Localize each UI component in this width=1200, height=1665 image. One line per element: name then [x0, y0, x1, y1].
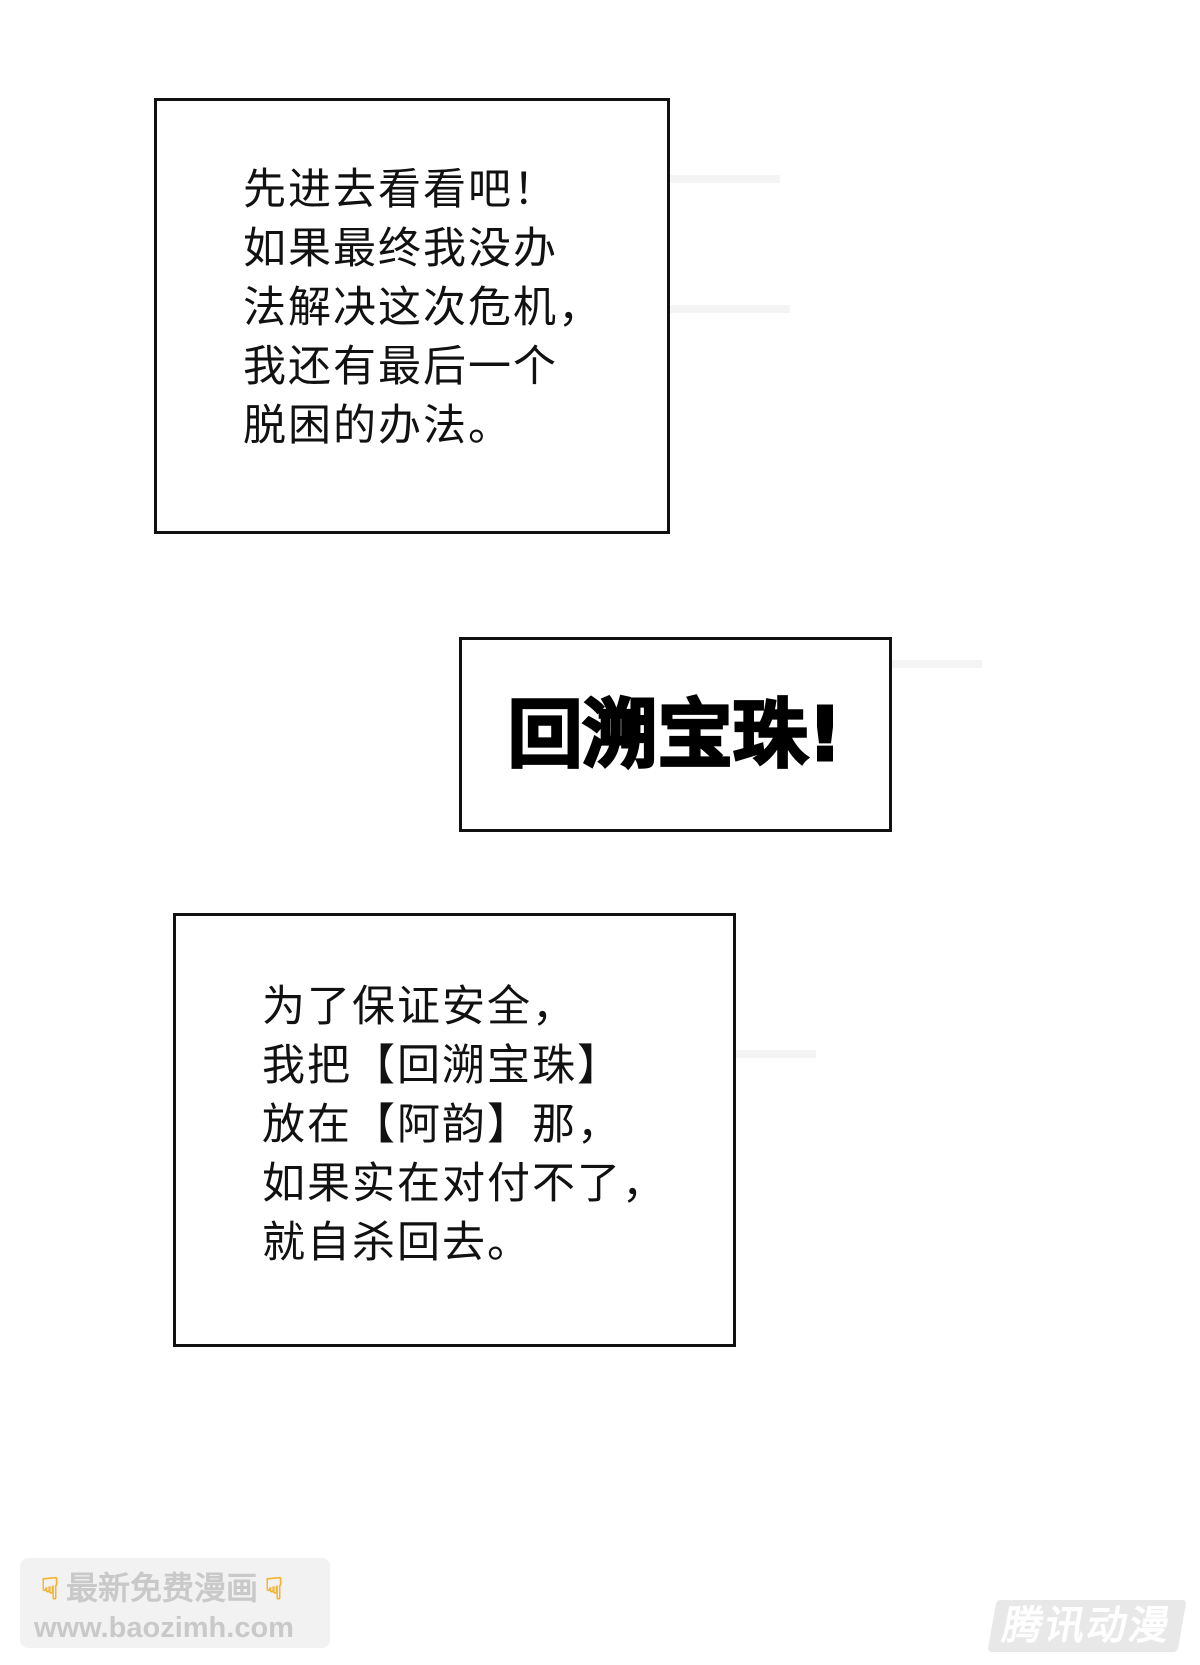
shout-text: 回溯宝珠! — [507, 691, 844, 780]
narration-line: 为了保证安全， — [262, 982, 577, 1032]
narration-line: 放在【阿韵】那， — [262, 1100, 622, 1150]
pointing-down-hand-icon: ☟ — [40, 1573, 60, 1606]
pointing-down-hand-icon: ☟ — [264, 1573, 284, 1606]
shout-box: 回溯宝珠! — [459, 637, 892, 832]
background-streak — [892, 660, 982, 668]
watermark-url[interactable]: www.baozimh.com — [34, 1612, 294, 1644]
background-streak — [736, 1050, 816, 1058]
narration-text: 先进去看看吧！ 如果最终我没办 法解决这次危机， 我还有最后一个 脱困的办法。 — [243, 161, 603, 456]
publisher-logo: 腾讯动漫 — [987, 1600, 1187, 1652]
narration-line: 脱困的办法。 — [243, 401, 513, 451]
background-streak — [670, 175, 780, 183]
narration-line: 法解决这次危机， — [243, 283, 603, 333]
narration-box-1: 先进去看看吧！ 如果最终我没办 法解决这次危机， 我还有最后一个 脱困的办法。 — [154, 98, 670, 534]
narration-line: 如果实在对付不了， — [262, 1159, 667, 1209]
narration-line: 我把【回溯宝珠】 — [262, 1041, 622, 1091]
watermark-title-row: ☟最新免费漫画☟ — [34, 1568, 320, 1610]
background-streak — [670, 305, 790, 313]
narration-text: 为了保证安全， 我把【回溯宝珠】 放在【阿韵】那， 如果实在对付不了， 就自杀回… — [262, 978, 667, 1273]
site-watermark[interactable]: ☟最新免费漫画☟ www.baozimh.com — [20, 1558, 330, 1648]
narration-box-2: 为了保证安全， 我把【回溯宝珠】 放在【阿韵】那， 如果实在对付不了， 就自杀回… — [173, 913, 736, 1347]
narration-line: 先进去看看吧！ — [243, 165, 558, 215]
narration-line: 就自杀回去。 — [262, 1218, 532, 1268]
narration-line: 我还有最后一个 — [243, 342, 558, 392]
watermark-title: 最新免费漫画 — [66, 1570, 259, 1606]
narration-line: 如果最终我没办 — [243, 224, 558, 274]
